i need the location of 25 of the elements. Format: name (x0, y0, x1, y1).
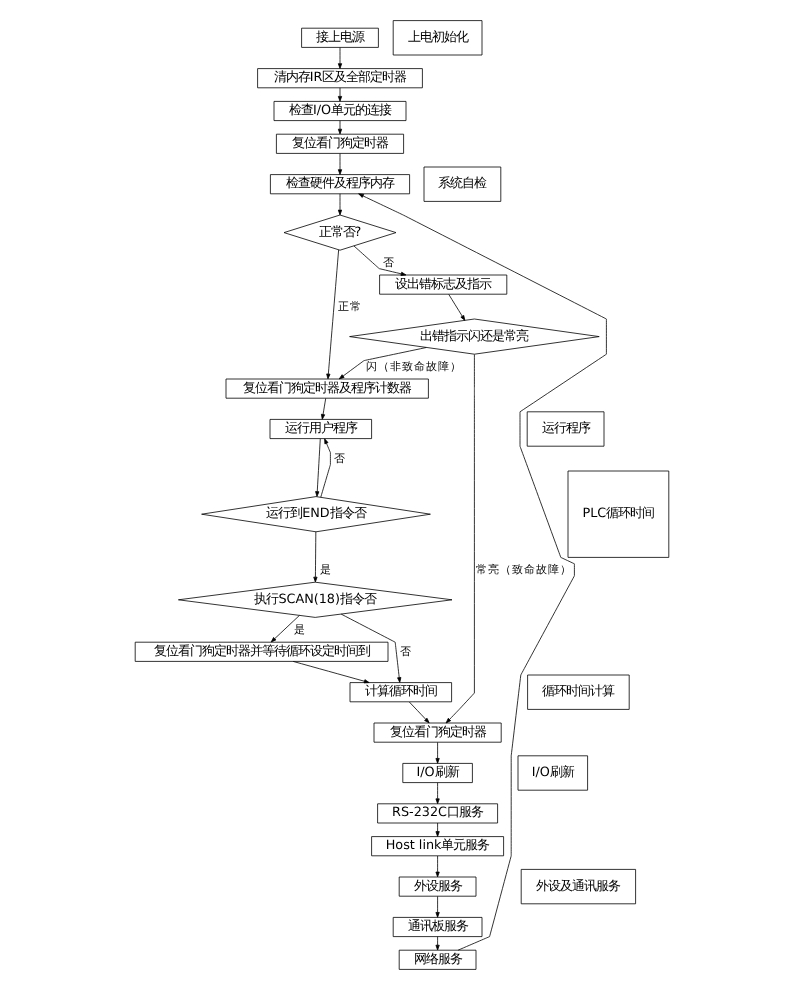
arrow (312, 531, 317, 583)
arrow (336, 120, 342, 135)
arrow (269, 615, 299, 643)
arrow (336, 153, 342, 175)
arrow (319, 438, 330, 498)
arrow (444, 354, 474, 724)
arrow (336, 47, 342, 69)
arrow (447, 294, 465, 321)
arrow (434, 742, 439, 764)
arrow (434, 855, 439, 878)
arrow (434, 782, 439, 805)
arrow (325, 249, 339, 380)
arrow (336, 193, 342, 216)
arrow (434, 936, 439, 951)
arrow (337, 347, 426, 380)
arrow (357, 193, 606, 951)
arrow (434, 896, 439, 918)
arrow (434, 822, 439, 837)
arrow (352, 245, 406, 276)
arrow (336, 87, 342, 102)
arrow (314, 438, 320, 497)
arrow (320, 398, 326, 420)
arrow (339, 613, 401, 683)
arrow (407, 701, 429, 724)
arrow (291, 661, 369, 684)
